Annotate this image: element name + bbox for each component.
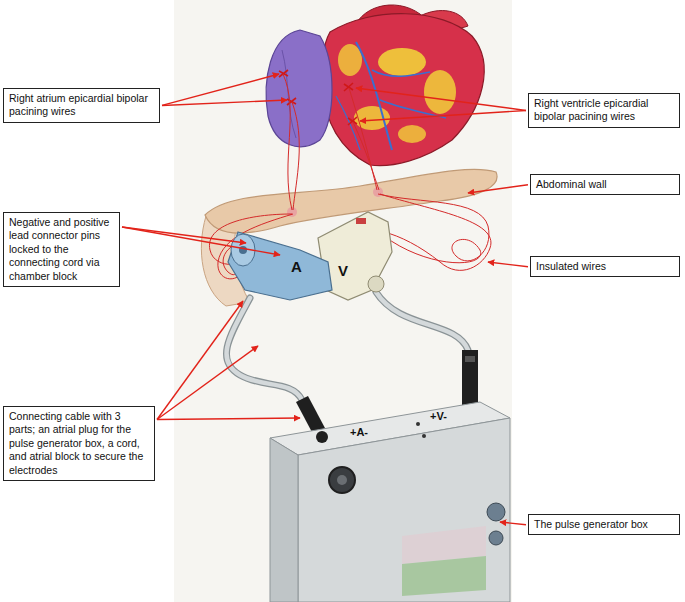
connecting-cable-drawing: [376, 292, 468, 350]
heart-drawing: [424, 70, 456, 114]
pulse-generator-drawing: [316, 431, 328, 443]
callout-text: Abdominal wall: [536, 178, 674, 191]
part-letter: A: [291, 259, 302, 274]
pulse-generator-drawing: [329, 467, 355, 493]
heart-drawing: [348, 117, 357, 125]
connecting-cable-drawing: [226, 298, 302, 400]
callout-box: Abdominal wall: [530, 174, 680, 195]
pulse-generator-drawing: [487, 503, 505, 521]
leader-line: [157, 418, 300, 420]
leader-line: [162, 100, 287, 105]
heart-drawing: [398, 125, 426, 143]
leader-line: [488, 262, 528, 267]
heart-drawing: [266, 30, 332, 147]
part-letter: +A-: [350, 427, 368, 438]
pacing-wire: [292, 102, 299, 210]
chamber-block-drawing: [368, 276, 384, 292]
part-letter: +V-: [430, 411, 447, 422]
heart-drawing: [356, 42, 392, 150]
connecting-cable-drawing: [376, 292, 468, 350]
callout-text: Right ventricle epicardial bipolar pacin…: [534, 97, 674, 124]
plug-drawing: [465, 356, 475, 362]
abdominal-wall-drawing: [201, 169, 497, 306]
pulse-generator-drawing: [402, 556, 486, 596]
callout-box: Right atrium epicardial bipolar pacining…: [3, 88, 160, 123]
callout-text: Negative and positive lead connector pin…: [9, 216, 114, 283]
pulse-generator-drawing: [489, 531, 503, 545]
leader-line: [157, 301, 243, 420]
chamber-block-drawing: [228, 212, 392, 300]
heart-drawing: [323, 14, 484, 166]
pulse-generator-drawing: [270, 402, 510, 602]
callout-box: The pulse generator box: [528, 514, 680, 535]
plug-drawing: [462, 350, 478, 406]
leader-line: [500, 522, 526, 525]
heart-drawing: [380, 100, 446, 118]
leader-line: [122, 227, 246, 243]
leader-line: [122, 227, 280, 255]
heart-drawing: [287, 98, 296, 105]
paper-sheet: [174, 0, 512, 602]
part-letter: V: [338, 263, 348, 278]
callout-box: Connecting cable with 3 parts; an atrial…: [3, 406, 155, 481]
connecting-cable-drawing: [226, 298, 302, 400]
callout-text: The pulse generator box: [534, 518, 674, 531]
leader-line: [468, 185, 528, 193]
callout-box: Insulated wires: [530, 256, 680, 277]
chamber-block-drawing: [239, 246, 247, 254]
heart-drawing: [344, 83, 353, 91]
leader-line: [356, 88, 526, 110]
leader-line: [157, 346, 258, 420]
callout-box: Negative and positive lead connector pin…: [3, 212, 120, 287]
callout-text: Connecting cable with 3 parts; an atrial…: [9, 410, 149, 477]
connecting-cable-drawing: [226, 292, 468, 400]
callout-text: Insulated wires: [536, 260, 674, 273]
chamber-block-drawing: [356, 218, 366, 224]
pulse-generator-drawing: [422, 434, 426, 438]
pulse-generator-drawing: [416, 422, 420, 426]
pulse-generator-drawing: [337, 475, 347, 485]
heart-drawing: [372, 70, 430, 76]
callout-text: Right atrium epicardial bipolar pacining…: [9, 92, 154, 119]
pacing-wire: [380, 194, 491, 270]
callout-box: Right ventricle epicardial bipolar pacin…: [528, 93, 680, 128]
pulse-generator-drawing: [298, 418, 510, 602]
heart-drawing: [338, 44, 362, 76]
pulse-generator-drawing: [270, 438, 298, 602]
pacing-wire: [349, 88, 377, 190]
pacing-wire: [283, 74, 292, 210]
heart-drawing: [378, 48, 426, 76]
leader-line: [360, 110, 526, 121]
pacing-wire: [378, 194, 489, 263]
pacing-wire: [353, 122, 379, 190]
heart-drawing: [336, 96, 360, 150]
